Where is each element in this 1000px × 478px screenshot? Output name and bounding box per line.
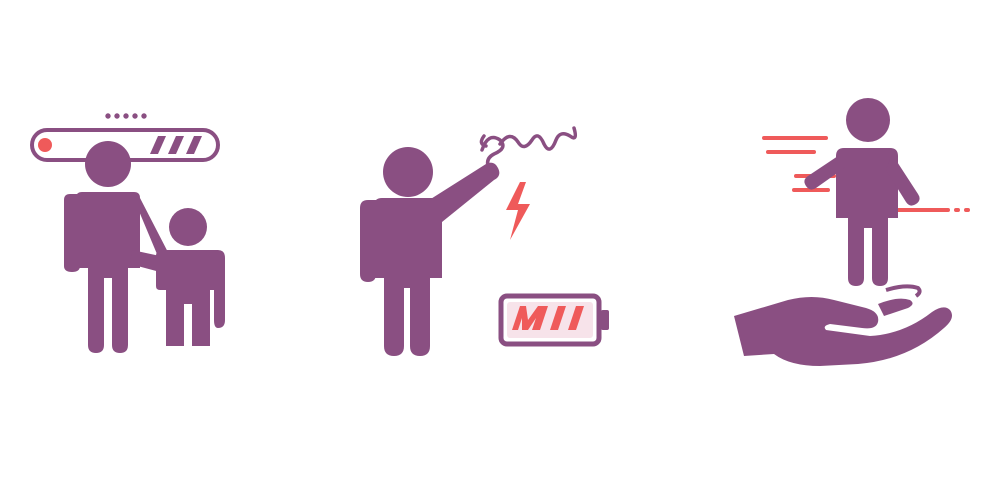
lightning-bolt-icon bbox=[506, 182, 530, 240]
battery-frame bbox=[498, 293, 602, 347]
open-hand-icon bbox=[734, 284, 952, 366]
battery-terminal bbox=[601, 310, 609, 330]
progress-dots bbox=[105, 113, 147, 119]
battery-glyphs bbox=[512, 306, 584, 330]
parent-child-panel bbox=[20, 100, 260, 370]
progress-segment bbox=[150, 136, 166, 154]
low-energy-panel bbox=[360, 110, 630, 370]
child-figure-icon bbox=[130, 208, 225, 346]
progress-segment bbox=[168, 136, 184, 154]
low-energy-illustration bbox=[360, 126, 609, 356]
progress-segment bbox=[186, 136, 202, 154]
person-reaching-icon bbox=[360, 147, 500, 356]
parent-child-illustration bbox=[30, 113, 225, 353]
support-panel bbox=[730, 90, 980, 380]
battery-icon bbox=[498, 293, 609, 347]
progress-start-dot bbox=[38, 138, 52, 152]
progress-segments bbox=[150, 136, 202, 154]
scribble-icon bbox=[479, 126, 578, 168]
adult-figure-icon bbox=[64, 141, 172, 353]
support-illustration bbox=[734, 98, 970, 366]
person-floating-icon bbox=[804, 98, 920, 286]
